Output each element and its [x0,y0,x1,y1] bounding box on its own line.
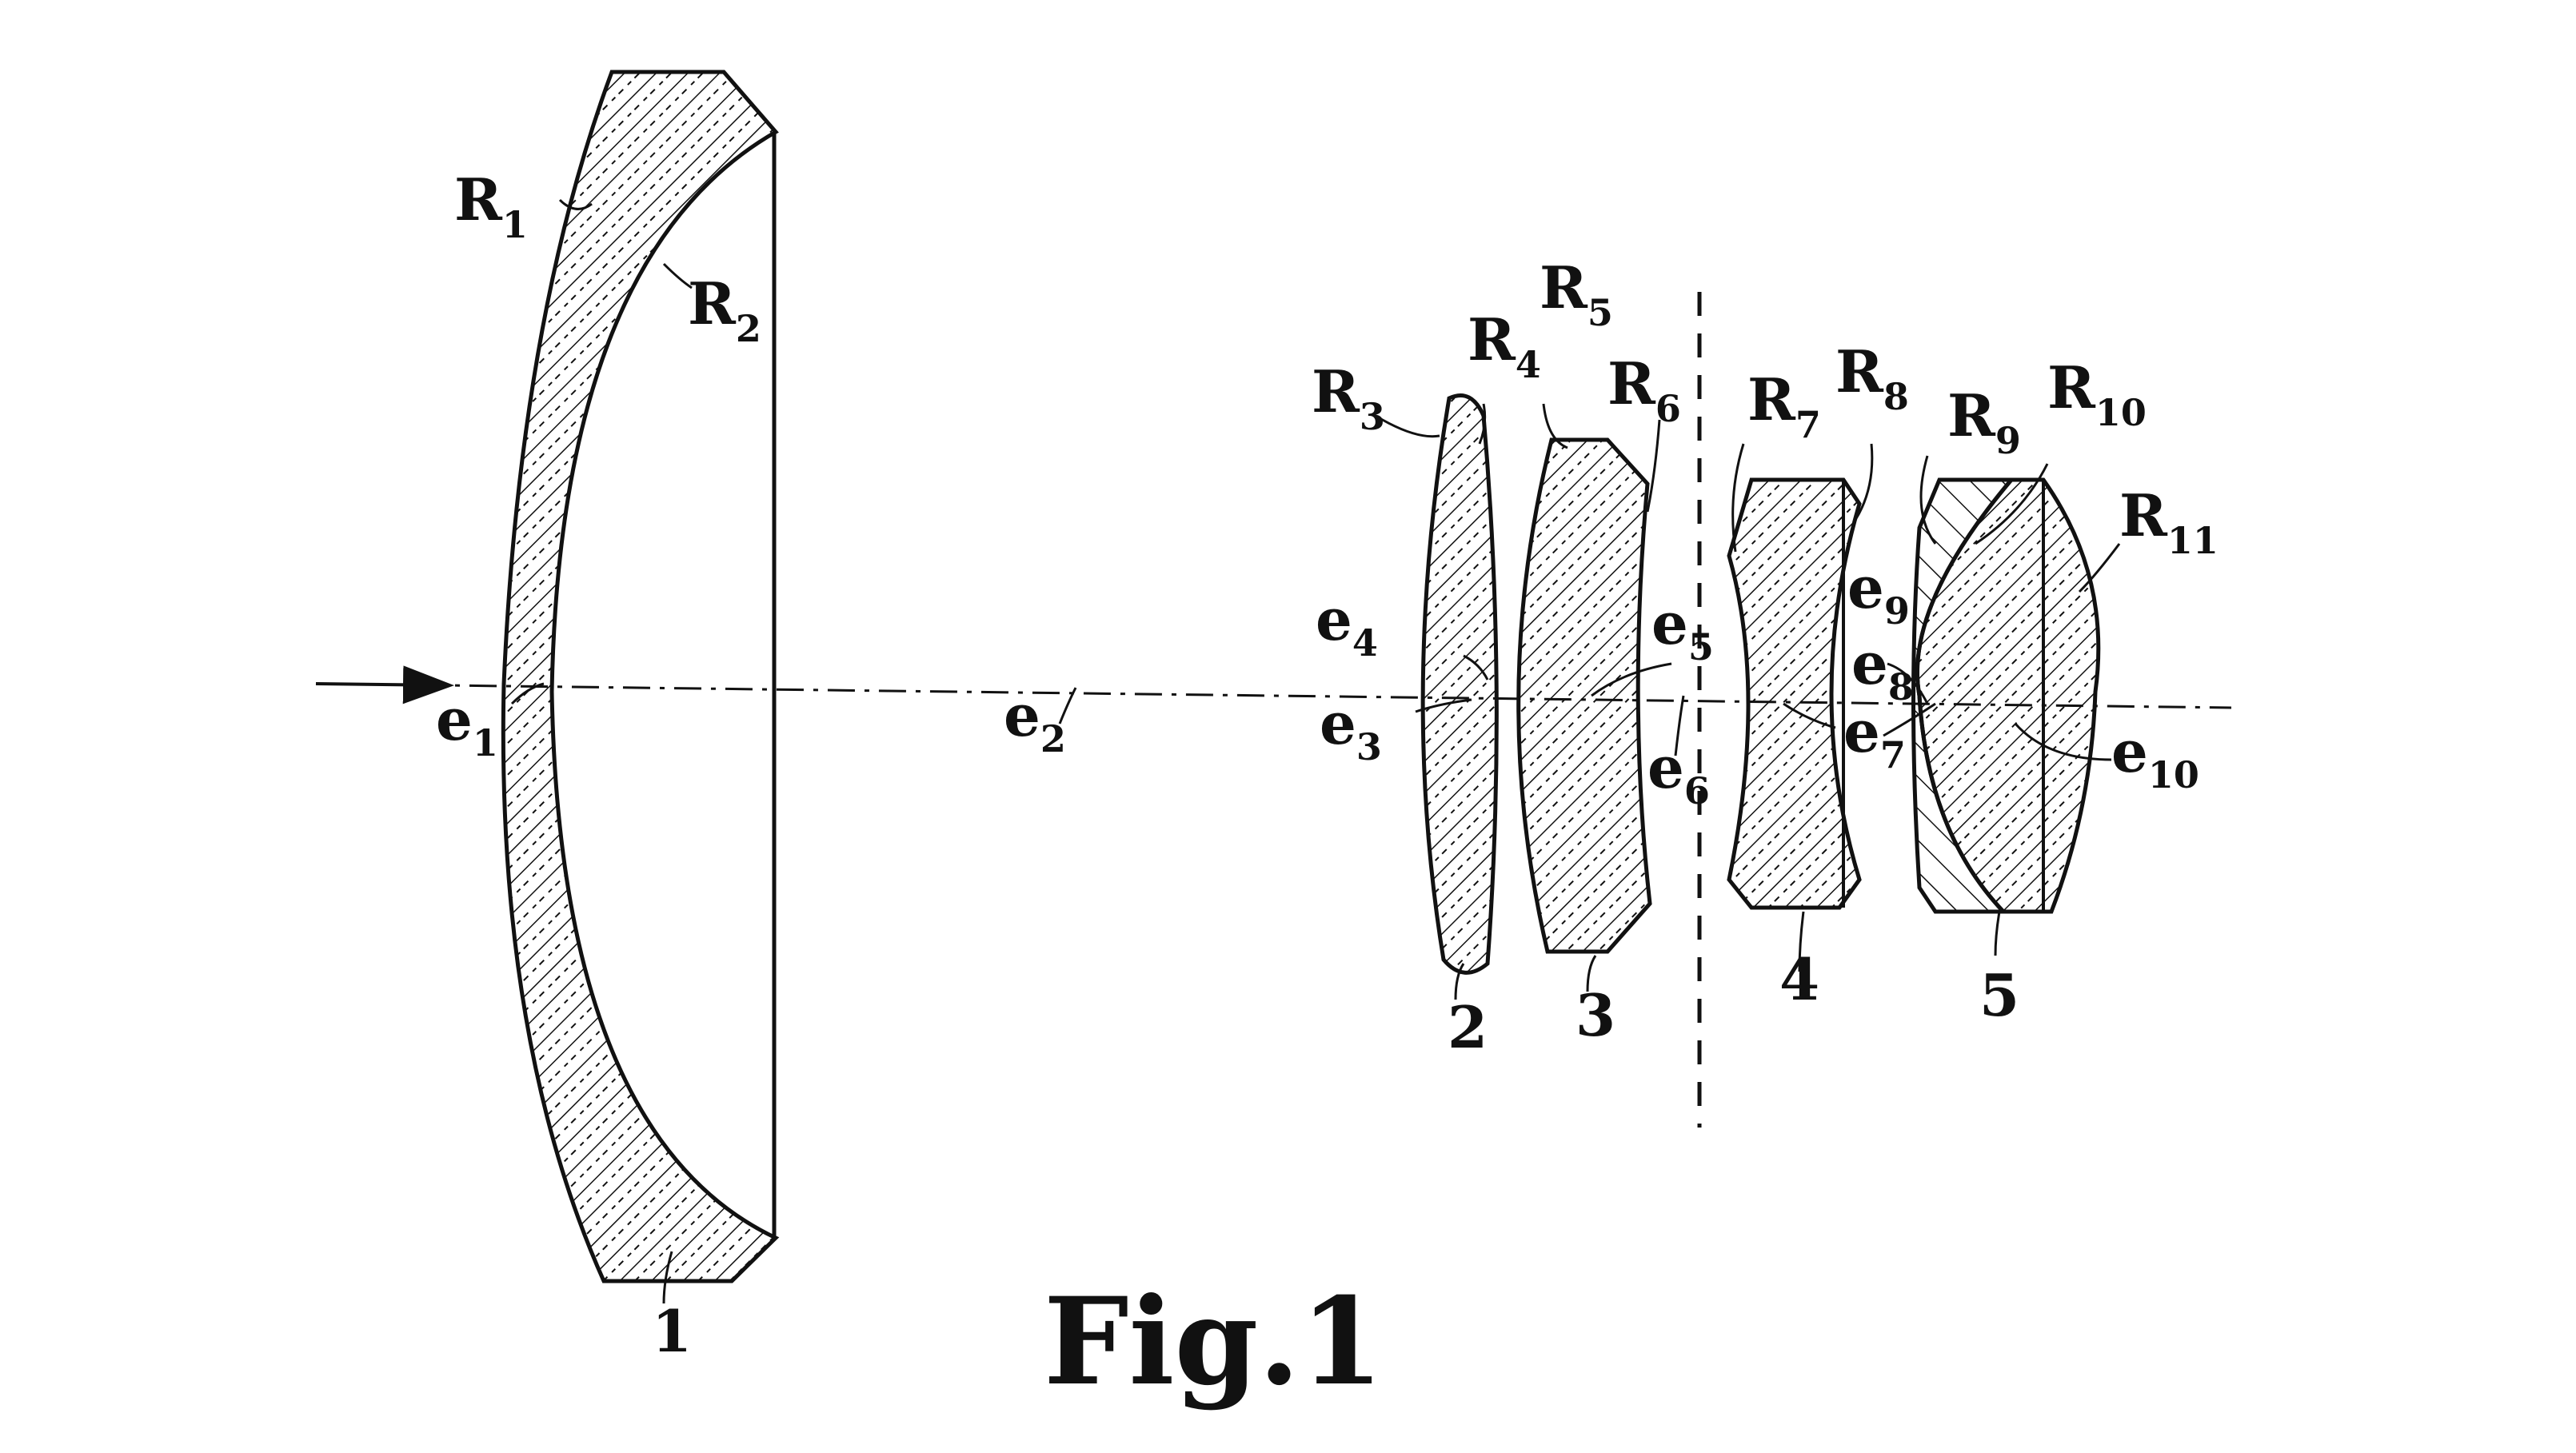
radius-label-r9: R9 [1947,381,2021,462]
spacing-label-e5: e5 [1651,589,1714,669]
lens-element-2 [1420,393,1499,975]
spacing-label-e10: e10 [2111,717,2199,796]
radius-label-r4: R4 [1468,305,1541,386]
figure-caption: Fig.1 [1044,1271,1384,1412]
radius-label-r3: R3 [1312,357,1385,438]
radius-label-r10: R10 [2047,353,2147,434]
radius-label-r8: R8 [1835,337,1909,418]
element-label-4: 4 [1779,945,1819,1013]
lens-element-4 [1727,477,1862,910]
element-label-5: 5 [1979,961,2019,1029]
radius-label-r11: R11 [2119,481,2219,562]
lens-element-5b [1915,477,2101,914]
element-label-2: 2 [1448,993,1488,1061]
spacing-label-e8: e8 [1851,629,1914,709]
radius-label-r1: R1 [454,166,528,246]
spacing-label-e2: e2 [1004,681,1066,760]
lens-element-3 [1516,437,1652,954]
element-label-3: 3 [1576,981,1615,1049]
radius-label-r2: R2 [688,269,761,350]
leader-lines [510,198,2121,1304]
spacing-label-e1: e1 [436,685,498,764]
lens-element-1 [501,70,780,1283]
incident-ray-arrow [315,665,454,705]
radius-label-r7: R7 [1747,365,1821,446]
spacing-label-e3: e3 [1320,689,1382,768]
spacing-label-e4: e4 [1316,585,1378,665]
radius-label-r6: R6 [1608,349,1681,430]
spacing-label-e6: e6 [1647,733,1710,812]
spacing-label-e7: e7 [1843,697,1906,776]
spacing-label-e9: e9 [1847,553,1910,633]
element-label-1: 1 [652,1297,692,1365]
radius-label-r5: R5 [1540,253,1613,334]
